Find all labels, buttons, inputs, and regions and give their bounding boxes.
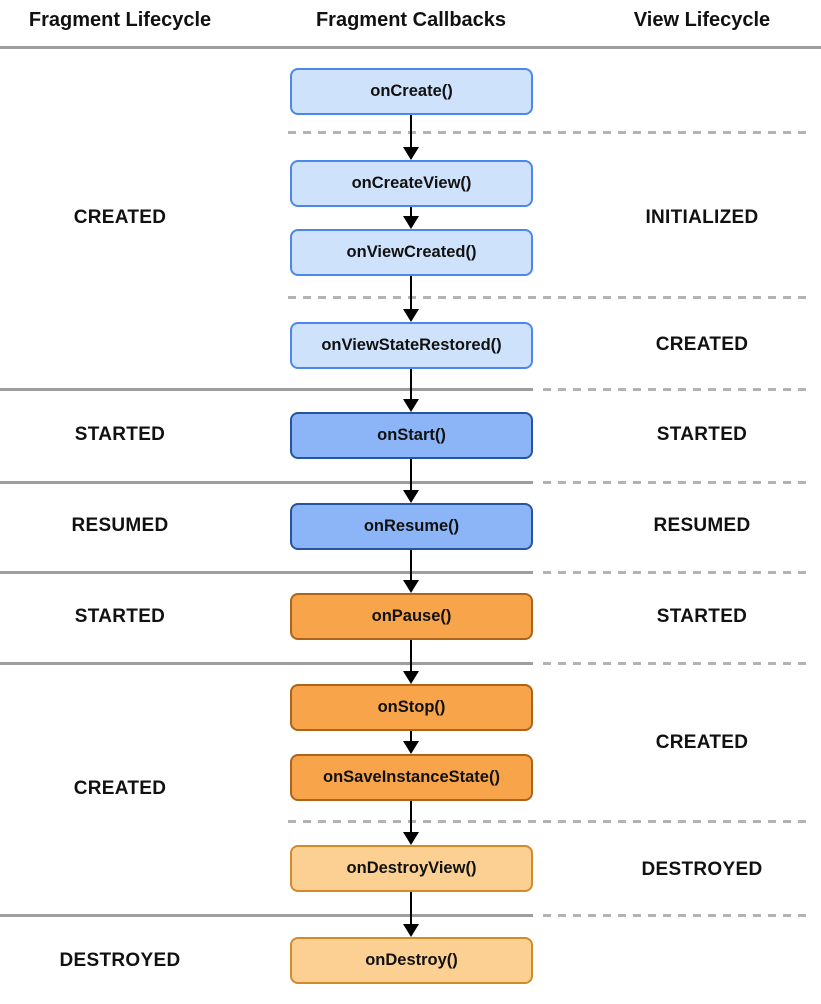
arrow-shaft: [409, 640, 413, 673]
section-separator-dashed: [543, 481, 812, 484]
arrow-shaft: [409, 369, 413, 401]
view-state-label-started: STARTED: [656, 606, 748, 627]
section-separator-dashed: [288, 131, 812, 134]
fragment-state-label-started: STARTED: [74, 606, 166, 627]
view-state-label-initialized: INITIALIZED: [645, 207, 759, 228]
arrow-head-icon: [403, 309, 419, 322]
section-separator-dashed: [288, 296, 812, 299]
arrow-shaft: [409, 801, 413, 834]
column-header-fragment-callbacks: Fragment Callbacks: [315, 9, 507, 31]
section-separator-solid: [0, 46, 821, 49]
column-header-fragment-lifecycle: Fragment Lifecycle: [28, 9, 212, 31]
callback-box-onsaveinstancestate: onSaveInstanceState(): [290, 754, 533, 801]
arrow-head-icon: [403, 832, 419, 845]
arrow-shaft: [409, 550, 413, 582]
arrow-head-icon: [403, 147, 419, 160]
callback-box-onviewstaterestored: onViewStateRestored(): [290, 322, 533, 369]
callback-box-onstart: onStart(): [290, 412, 533, 459]
fragment-state-label-created: CREATED: [73, 207, 167, 228]
section-separator-solid: [0, 662, 533, 665]
section-separator-solid: [0, 571, 533, 574]
fragment-state-label-started: STARTED: [74, 424, 166, 445]
flow-arrow: [403, 550, 419, 593]
view-state-label-created: CREATED: [655, 732, 749, 753]
flow-arrow: [403, 276, 419, 322]
callback-box-onresume: onResume(): [290, 503, 533, 550]
arrow-shaft: [409, 731, 413, 743]
arrow-head-icon: [403, 580, 419, 593]
arrow-shaft: [409, 207, 413, 218]
arrow-head-icon: [403, 924, 419, 937]
fragment-state-label-resumed: RESUMED: [71, 515, 169, 536]
arrow-head-icon: [403, 741, 419, 754]
callback-box-ondestroyview: onDestroyView(): [290, 845, 533, 892]
section-separator-dashed: [543, 571, 812, 574]
view-state-label-started: STARTED: [656, 424, 748, 445]
arrow-head-icon: [403, 399, 419, 412]
section-separator-dashed: [543, 662, 812, 665]
callback-box-oncreate: onCreate(): [290, 68, 533, 115]
column-header-view-lifecycle: View Lifecycle: [633, 9, 771, 31]
arrow-head-icon: [403, 216, 419, 229]
flow-arrow: [403, 640, 419, 684]
callback-box-onpause: onPause(): [290, 593, 533, 640]
fragment-state-label-created: CREATED: [73, 778, 167, 799]
arrow-shaft: [409, 115, 413, 149]
arrow-head-icon: [403, 490, 419, 503]
section-separator-dashed: [543, 914, 812, 917]
arrow-shaft: [409, 276, 413, 311]
arrow-head-icon: [403, 671, 419, 684]
flow-arrow: [403, 115, 419, 160]
section-separator-dashed: [543, 388, 812, 391]
fragment-state-label-destroyed: DESTROYED: [59, 950, 181, 971]
view-state-label-created: CREATED: [655, 334, 749, 355]
section-separator-dashed: [288, 820, 812, 823]
callback-box-ondestroy: onDestroy(): [290, 937, 533, 984]
section-separator-solid: [0, 388, 533, 391]
view-state-label-resumed: RESUMED: [653, 515, 751, 536]
arrow-shaft: [409, 892, 413, 926]
view-state-label-destroyed: DESTROYED: [641, 859, 763, 880]
flow-arrow: [403, 459, 419, 503]
flow-arrow: [403, 892, 419, 937]
callback-box-onviewcreated: onViewCreated(): [290, 229, 533, 276]
flow-arrow: [403, 369, 419, 412]
arrow-shaft: [409, 459, 413, 492]
flow-arrow: [403, 801, 419, 845]
section-separator-solid: [0, 481, 533, 484]
callback-box-oncreateview: onCreateView(): [290, 160, 533, 207]
section-separator-solid: [0, 914, 533, 917]
callback-box-onstop: onStop(): [290, 684, 533, 731]
flow-arrow: [403, 207, 419, 229]
flow-arrow: [403, 731, 419, 754]
